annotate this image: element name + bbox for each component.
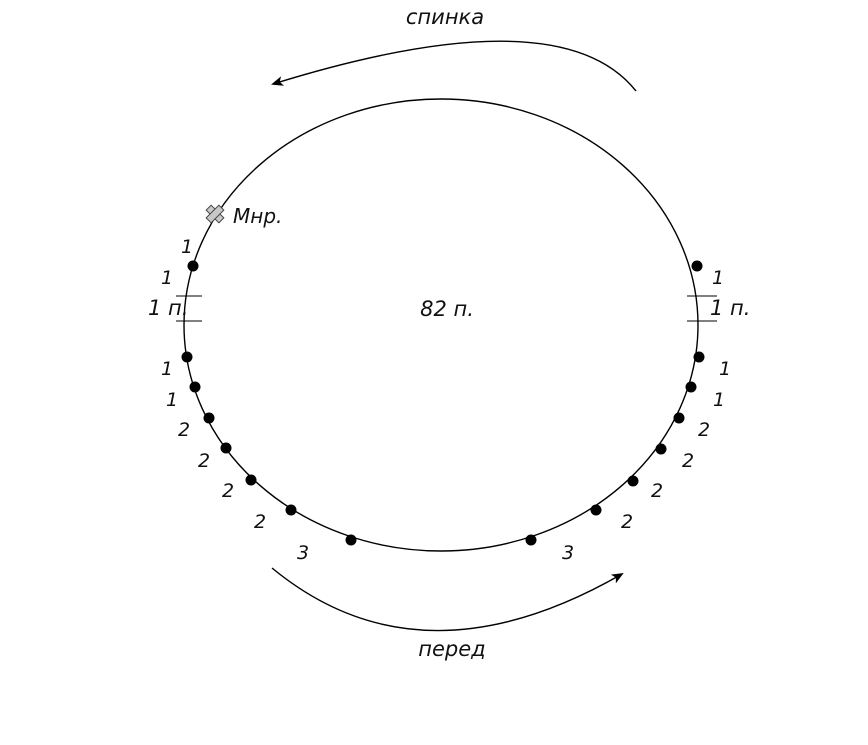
right-lower-count: 1 [719, 358, 731, 380]
right-lower-count: 2 [682, 450, 694, 472]
round-ellipse [183, 98, 699, 552]
left-upper-count: 1 [161, 267, 173, 289]
dot [189, 381, 201, 393]
dot [673, 412, 685, 424]
dot [525, 534, 537, 546]
dot [220, 442, 232, 454]
left-lower-count: 1 [166, 389, 178, 411]
left-lower-count: 3 [297, 542, 309, 564]
center-stitch-count: 82 п. [420, 297, 474, 321]
left-section-label: 1 п. [148, 296, 188, 320]
dot [691, 260, 703, 272]
left-upper-count: 1 [181, 236, 193, 258]
dot [187, 260, 199, 272]
dot [345, 534, 357, 546]
left-lower-count: 2 [178, 419, 190, 441]
right-lower-count: 2 [651, 480, 663, 502]
marker-label: Мнр. [233, 204, 282, 228]
right-lower-count: 3 [562, 542, 574, 564]
right-lower-count: 2 [621, 511, 633, 533]
dot [627, 475, 639, 487]
left-lower-count: 2 [222, 480, 234, 502]
front-label: перед [418, 637, 485, 661]
right-section-ticks [687, 295, 717, 322]
dot [245, 474, 257, 486]
left-lower-count: 1 [161, 358, 173, 380]
dot [685, 381, 697, 393]
back-label: спинка [406, 5, 484, 29]
dot [693, 351, 705, 363]
dot [590, 504, 602, 516]
stitch-dots [181, 260, 705, 546]
dot [285, 504, 297, 516]
dot [181, 351, 193, 363]
left-lower-count: 2 [198, 450, 210, 472]
right-lower-count: 1 [713, 389, 725, 411]
dot [203, 412, 215, 424]
right-upper-count: 1 [712, 267, 724, 289]
left-section-ticks [176, 295, 202, 322]
cross-marker-icon [205, 204, 225, 224]
right-lower-count: 2 [698, 419, 710, 441]
left-lower-count: 2 [254, 511, 266, 533]
dot [655, 443, 667, 455]
right-section-label: 1 п. [710, 296, 750, 320]
front-direction-arrow [271, 567, 624, 632]
back-direction-arrow [271, 40, 637, 92]
